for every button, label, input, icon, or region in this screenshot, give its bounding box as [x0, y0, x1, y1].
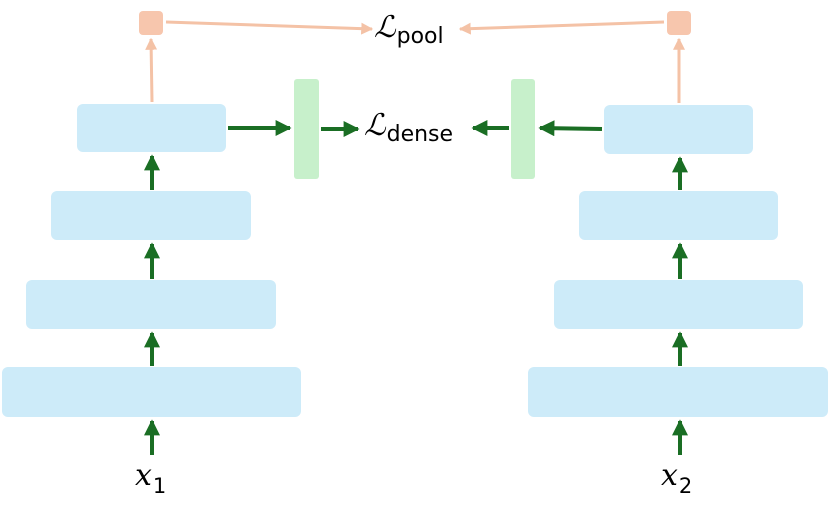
- dense-loss-symbol: ℒ: [364, 108, 386, 143]
- left-input-symbol: x: [135, 458, 152, 493]
- left-input-subscript: 1: [152, 474, 167, 498]
- left-pool-node: [139, 11, 163, 35]
- pool-loss-subscript: pool: [396, 24, 444, 49]
- left-encoder-block-3: [51, 191, 251, 240]
- dense-loss-label: ℒdense: [364, 108, 453, 147]
- left-pool-to-loss-arrow: [165, 20, 374, 35]
- left-input-label: x1: [135, 458, 166, 498]
- pool-loss-label: ℒpool: [374, 10, 444, 49]
- left-projector: [294, 79, 319, 179]
- pool-loss-symbol: ℒ: [374, 10, 396, 45]
- left-encoder-block-2: [26, 280, 276, 329]
- right-encoder-block-1: [528, 367, 828, 417]
- right-input-symbol: x: [661, 458, 678, 493]
- left-encoder-block-1: [2, 367, 301, 417]
- right-pool-to-loss-arrow: [458, 20, 665, 35]
- right-input-subscript: 2: [678, 474, 693, 498]
- right-projector: [511, 79, 535, 179]
- right-encoder-block-4: [604, 105, 753, 154]
- left-block-to-pool-arrow: [145, 37, 158, 103]
- right-block-to-projector-arrow: [538, 120, 603, 137]
- left-encoder-block-4: [77, 104, 226, 152]
- right-input-label: x2: [661, 458, 692, 498]
- right-encoder-block-3: [579, 191, 778, 240]
- right-pool-node: [667, 11, 691, 35]
- right-encoder-block-2: [554, 280, 803, 329]
- dense-loss-subscript: dense: [386, 122, 454, 147]
